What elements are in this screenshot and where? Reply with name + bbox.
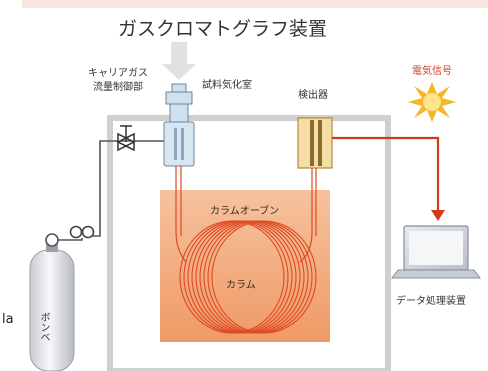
inlet-arrow — [162, 42, 196, 80]
label-data-processor: データ処理装置 — [396, 296, 466, 307]
label-detector: 検出器 — [298, 90, 328, 101]
gas-cylinder-icon — [29, 225, 95, 371]
label-injector: 試料気化室 — [202, 80, 252, 91]
column-coil — [179, 220, 317, 334]
injector-icon — [163, 83, 195, 167]
label-carrier-gas: キャリアガス — [88, 68, 148, 79]
label-cylinder: ボンベ — [38, 312, 49, 342]
label-signal: 電気信号 — [412, 66, 452, 77]
label-flow-control: 流量制御部 — [93, 82, 143, 93]
detector-icon — [297, 117, 333, 169]
instrument-box — [107, 115, 391, 371]
signal-line — [332, 136, 440, 212]
column-oven — [160, 190, 330, 342]
laptop-icon — [391, 225, 481, 279]
left-margin — [0, 0, 22, 371]
label-oven: カラムオーブン — [210, 206, 280, 217]
signal-arrowhead — [431, 210, 445, 221]
spark-icon — [408, 82, 456, 122]
valve-icon — [116, 125, 136, 152]
column-tubing — [175, 166, 317, 263]
page-title: ガスクロマトグラフ装置 — [118, 18, 328, 40]
label-column: カラム — [226, 280, 256, 291]
side-text: la — [2, 312, 14, 327]
